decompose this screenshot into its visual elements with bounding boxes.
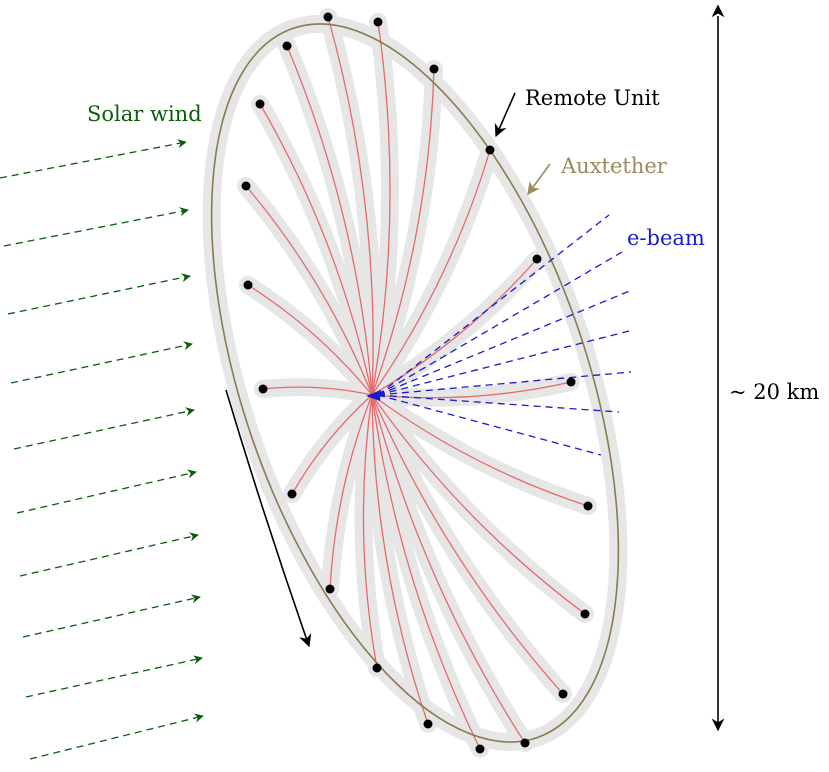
remote-unit-dot bbox=[520, 738, 530, 748]
tether-line bbox=[286, 45, 373, 396]
e-beam-line bbox=[377, 289, 633, 396]
tether-line bbox=[245, 185, 373, 396]
rotation-arrow bbox=[225, 389, 312, 648]
tether-halo bbox=[237, 8, 597, 758]
tether-line bbox=[371, 394, 481, 750]
e-beam-line bbox=[377, 394, 620, 413]
remote-unit-dot bbox=[323, 12, 333, 22]
tether-line bbox=[371, 394, 526, 744]
tether-line bbox=[371, 394, 429, 725]
solar-wind-arrow bbox=[13, 407, 195, 450]
remote-unit-dot bbox=[287, 489, 297, 499]
remote-unit-dot bbox=[583, 501, 593, 511]
tether-line bbox=[371, 394, 586, 615]
tether-line bbox=[291, 394, 373, 495]
tether-line bbox=[371, 258, 538, 396]
main-tethers bbox=[245, 16, 589, 750]
remote-unit-dot bbox=[241, 181, 251, 191]
remote-unit-pointer bbox=[494, 92, 516, 138]
tether-line bbox=[371, 394, 564, 695]
spacecraft-icon bbox=[366, 390, 381, 401]
remote-unit-dot bbox=[429, 64, 439, 74]
solar-wind-arrow bbox=[16, 469, 197, 514]
e-beam-label: e-beam bbox=[627, 226, 705, 250]
tether-line bbox=[259, 103, 373, 396]
solar-wind-arrow bbox=[19, 532, 199, 577]
solar-wind-arrow bbox=[3, 207, 189, 247]
tether-line bbox=[327, 16, 374, 396]
solar-wind-label: Solar wind bbox=[87, 102, 202, 126]
remote-unit-dot bbox=[372, 663, 382, 673]
auxtether-pointer bbox=[527, 163, 551, 196]
auxtether-label: Auxtether bbox=[560, 154, 668, 178]
remote-unit-dot bbox=[255, 99, 265, 109]
remote-units bbox=[241, 12, 593, 754]
e-beam-line bbox=[377, 329, 634, 396]
solar-wind-arrows bbox=[0, 139, 204, 760]
remote-unit-dot bbox=[373, 17, 383, 27]
auxtether-ring bbox=[210, 23, 620, 743]
tether-line bbox=[329, 394, 373, 590]
tether-line bbox=[371, 394, 589, 507]
tether-line bbox=[362, 394, 378, 669]
remote-unit-label: Remote Unit bbox=[525, 86, 660, 110]
remote-unit-dot bbox=[282, 41, 292, 51]
remote-unit-dot bbox=[325, 584, 335, 594]
tether-line bbox=[371, 21, 391, 396]
e-beam-line bbox=[377, 371, 632, 396]
e-beam-line bbox=[377, 214, 610, 396]
remote-unit-dot bbox=[566, 377, 576, 387]
remote-unit-dot bbox=[243, 280, 253, 290]
remote-unit-dot bbox=[475, 744, 485, 754]
solar-wind-arrow bbox=[10, 341, 193, 384]
remote-unit-dot bbox=[258, 384, 268, 394]
solar-wind-arrow bbox=[25, 655, 203, 698]
tether-line bbox=[247, 284, 373, 396]
remote-unit-dot bbox=[580, 609, 590, 619]
tether-line bbox=[371, 68, 435, 396]
e-beam-lines bbox=[377, 214, 634, 456]
remote-unit-dot bbox=[532, 254, 542, 264]
solar-wind-arrow bbox=[0, 139, 187, 179]
solar-wind-arrow bbox=[29, 713, 204, 760]
size-label: ~ 20 km bbox=[729, 380, 819, 404]
tether-line bbox=[262, 386, 373, 396]
tether-line bbox=[371, 149, 491, 396]
remote-unit-dot bbox=[558, 689, 568, 699]
solar-wind-arrow bbox=[7, 273, 191, 315]
remote-unit-dot bbox=[485, 145, 495, 155]
e-beam-line bbox=[377, 394, 602, 456]
solar-wind-arrow bbox=[22, 594, 201, 638]
remote-unit-dot bbox=[423, 719, 433, 729]
